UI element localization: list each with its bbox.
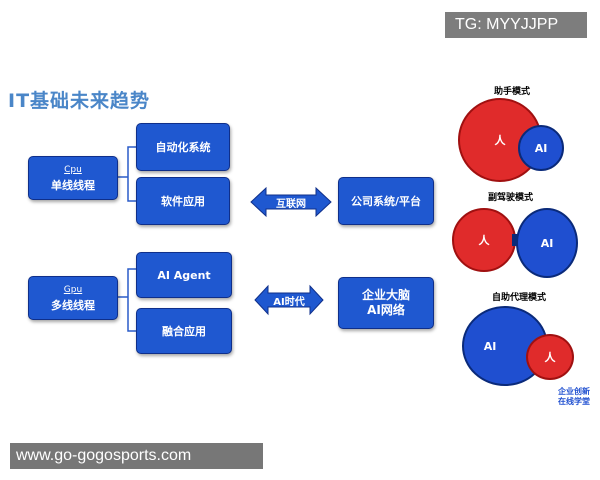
mode2-title: 副驾驶模式 [488,193,534,203]
mode1-ai-circle: AI [518,125,564,171]
cpu-desc: 单线线程 [51,179,95,192]
mode2-ai-circle: AI [516,208,578,278]
result-brain-line1: 企业大脑 [361,288,410,302]
cpu-bracket [118,146,136,202]
result-enterprise-brain: 企业大脑 AI网络 [338,277,434,329]
branch-fusion: 融合应用 [136,308,232,354]
branch-ai-agent: AI Agent [136,252,232,298]
mode3-title: 自助代理模式 [492,293,547,303]
arrow-ai-era-label: AI时代 [273,297,305,308]
arrow-internet-label: 互联网 [276,199,306,210]
watermark-bottom: www.go-gogosports.com [10,443,263,469]
logo: 企业创新 在线学堂 [558,387,590,407]
arrow-ai-era [254,284,324,316]
gpu-bracket [118,268,136,332]
gpu-box: Gpu 多线线程 [28,276,118,320]
mode2-human-label: 人 [478,234,490,247]
gpu-desc: 多线线程 [51,299,95,312]
mode3-human-label: 人 [544,351,556,364]
branch-software: 软件应用 [136,177,230,225]
mode2-human-circle: 人 [452,208,516,272]
watermark-top: TG: MYYJJPP [445,12,587,38]
logo-line2: 在线学堂 [558,397,590,406]
logo-line1: 企业创新 [558,387,590,396]
mode2-ai-label: AI [540,236,554,250]
branch-automation: 自动化系统 [136,123,230,171]
mode1-ai-label: AI [534,141,548,155]
gpu-label: Gpu [63,285,83,295]
mode3-human-circle: 人 [526,334,574,380]
result-brain-line2: AI网络 [367,303,405,317]
result-company-system: 公司系统/平台 [338,177,434,225]
mode1-title: 助手模式 [494,87,531,97]
mode3-ai-label: AI [483,339,497,353]
cpu-label: Cpu [64,165,82,175]
mode1-human-label: 人 [494,134,506,147]
diagram-title: IT基础未来趋势 [8,90,151,112]
cpu-box: Cpu 单线线程 [28,156,118,200]
arrow-internet [250,186,332,218]
